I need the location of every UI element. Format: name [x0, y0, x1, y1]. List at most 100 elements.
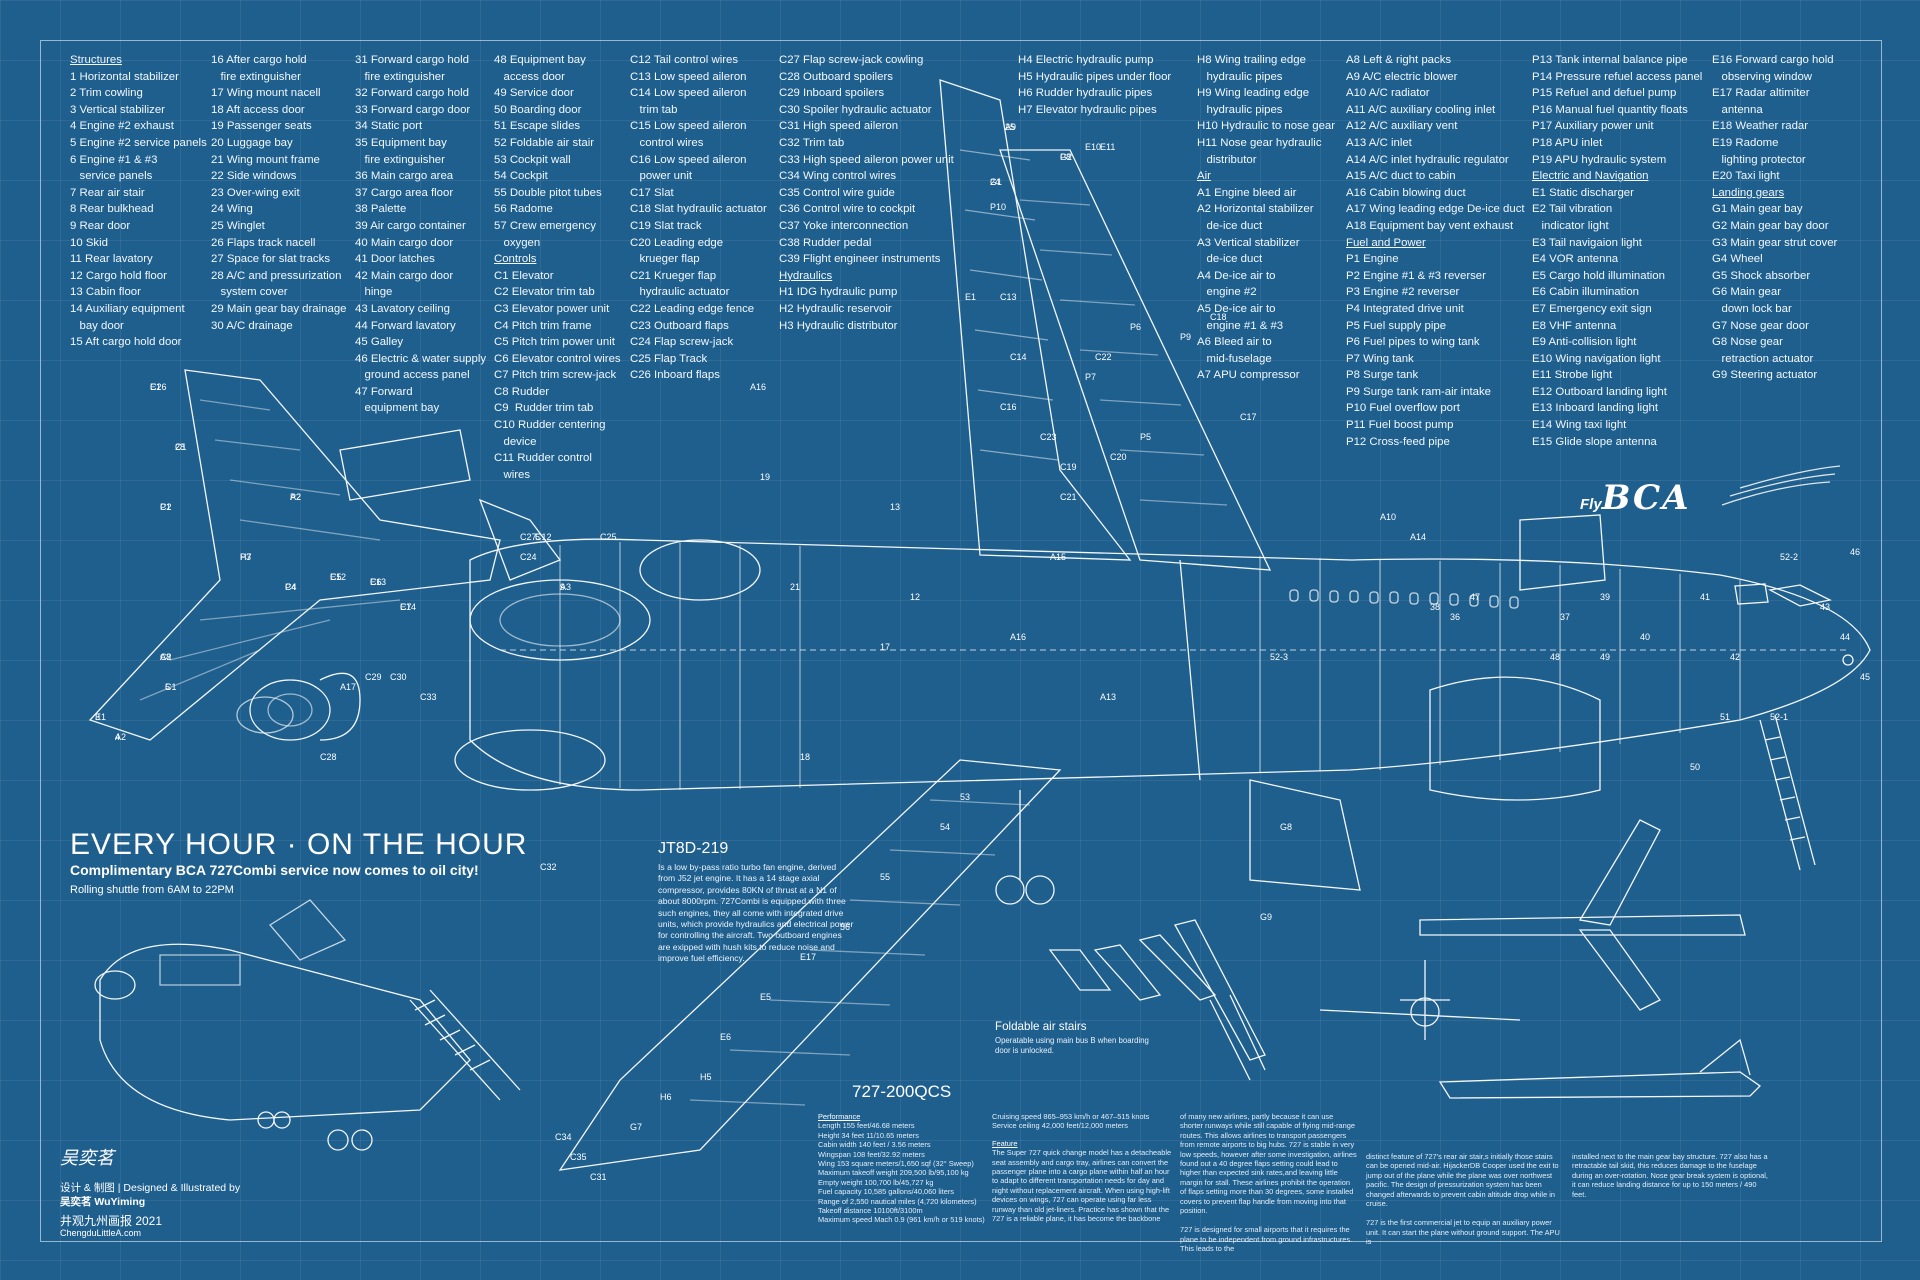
- legend-item: 20 Luggage bay: [211, 136, 293, 149]
- legend-item: H10 Hydraulic to nose gear: [1197, 120, 1336, 133]
- legend-heading: Controls: [494, 253, 537, 266]
- legend-item: E8 VHF antenna: [1532, 319, 1617, 332]
- legend-item: P5 Fuel supply pipe: [1346, 319, 1447, 332]
- legend-item: C18 Slat hydraulic actuator: [630, 203, 767, 216]
- legend-item: P16 Manual fuel quantity floats: [1532, 103, 1688, 116]
- story-text-1b: 727 is designed for small airports that …: [1180, 1225, 1353, 1254]
- legend-item: C24 Flap screw-jack: [630, 336, 734, 349]
- legend-item: A18 Equipment bay vent exhaust: [1346, 219, 1514, 232]
- story-text-3: installed next to the main gear bay stru…: [1572, 1152, 1768, 1199]
- engine-nacelles: [250, 540, 760, 790]
- legend-item: A17 Wing leading edge De-ice duct: [1346, 203, 1525, 216]
- part-number-tag: E1: [965, 292, 976, 302]
- legend-item: C6 Elevator control wires: [494, 352, 621, 365]
- promo-schedule: Rolling shuttle from 6AM to 22PM: [70, 884, 234, 896]
- legend-item: C28 Outboard spoilers: [779, 70, 893, 83]
- part-number-tag: C6: [370, 577, 382, 587]
- legend-item: E18 Weather radar: [1712, 120, 1809, 133]
- foldable-stairs-group: [1050, 920, 1265, 1080]
- legend-item: H4 Electric hydraulic pump: [1018, 54, 1154, 66]
- legend-item: C17 Slat: [630, 186, 674, 199]
- part-number-tag: C4: [285, 582, 297, 592]
- legend-item: H5 Hydraulic pipes under floor: [1018, 70, 1172, 83]
- legend-item: A1 Engine bleed air: [1197, 186, 1297, 199]
- part-number-tag: C1: [175, 442, 187, 452]
- part-number-tag: A17: [340, 682, 356, 692]
- legend-item: 35 Equipment bay: [355, 136, 447, 149]
- legend-item: G4 Wheel: [1712, 253, 1763, 266]
- part-number-tag: 17: [880, 642, 890, 652]
- legend-item: equipment bay: [355, 402, 440, 415]
- legend-item: E5 Cargo hold illumination: [1532, 269, 1665, 282]
- legend-item: 22 Side windows: [211, 170, 297, 183]
- part-number-tag: P2: [290, 492, 301, 502]
- brand-logo: FlyBCA: [1580, 478, 1691, 518]
- part-number-tag: P1: [160, 502, 171, 512]
- legend-item: A9 A/C electric blower: [1346, 70, 1458, 83]
- legend-item: 19 Passenger seats: [211, 120, 312, 133]
- legend-item: H6 Rudder hydraulic pipes: [1018, 87, 1153, 100]
- part-number-tag: 24: [990, 177, 1000, 187]
- part-number-tag: 39: [1600, 592, 1610, 602]
- legend-item: A6 Bleed air to: [1197, 336, 1272, 349]
- legend-item: observing window: [1712, 70, 1813, 83]
- legend-item: control wires: [630, 136, 704, 149]
- legend-item: krueger flap: [630, 253, 700, 266]
- legend-item: 39 Air cargo container: [355, 219, 466, 232]
- legend-item: indicator light: [1532, 219, 1609, 232]
- part-number-tag: H6: [660, 1092, 672, 1102]
- legend-item: 27 Space for slat tracks: [211, 253, 331, 266]
- part-number-tag: 48: [1550, 652, 1560, 662]
- legend-item: hinge: [355, 286, 393, 299]
- vertical-stabilizer: [940, 80, 1130, 560]
- part-number-tag: C1: [165, 682, 177, 692]
- engine-description: Is a low by-pass ratio turbo fan engine,…: [658, 862, 854, 964]
- legend-item: 11 Rear lavatory: [70, 253, 153, 266]
- part-number-tag: A8: [160, 652, 171, 662]
- spec-line: Maximum takeoff weight 209,500 lb/95,100…: [818, 1168, 969, 1178]
- legend-item: oxygen: [494, 236, 541, 249]
- legend-item: E12 Outboard landing light: [1532, 385, 1667, 398]
- part-number-tag: C13: [1000, 292, 1017, 302]
- legend-item: C35 Control wire guide: [779, 186, 895, 199]
- part-number-tag: C18: [1210, 312, 1227, 322]
- legend-heading: Landing gears: [1712, 186, 1785, 199]
- nose-pitot: [1843, 655, 1853, 665]
- legend-item: P14 Pressure refuel access panel: [1532, 70, 1703, 83]
- part-number-tag: E14: [400, 602, 416, 612]
- part-number-tag: 54: [940, 822, 950, 832]
- legend-item: P10 Fuel overflow port: [1346, 402, 1460, 415]
- legend-item: A5 De-ice air to: [1197, 302, 1276, 315]
- legend-item: H3 Hydraulic distributor: [779, 319, 898, 332]
- legend-item: 26 Flaps track nacell: [211, 236, 316, 249]
- legend-item: 5 Engine #2 service panels: [70, 136, 207, 149]
- part-number-tag: 53: [960, 792, 970, 802]
- rear-air-stairs: [410, 990, 520, 1100]
- part-number-tag: G7: [630, 1122, 642, 1132]
- legend-item: engine #1 & #3: [1197, 319, 1284, 332]
- story-block-3: installed next to the main gear bay stru…: [1572, 1152, 1768, 1199]
- part-number-tag: A2: [115, 732, 126, 742]
- legend-item: H2 Hydraulic reservoir: [779, 302, 892, 315]
- legend-item: 21 Wing mount frame: [211, 153, 320, 166]
- part-number-tag: E1: [150, 382, 161, 392]
- legend-item: C3 Elevator power unit: [494, 302, 610, 315]
- part-number-tag: C25: [600, 532, 617, 542]
- left-wing: [560, 760, 1060, 1170]
- legend-item: C26 Inboard flaps: [630, 369, 720, 382]
- legend-item: 1 Horizontal stabilizer: [70, 70, 179, 83]
- spec-line: Height 34 feet 11/10.65 meters: [818, 1130, 919, 1140]
- part-number-tag: E11: [1100, 142, 1115, 152]
- legend-item: C34 Wing control wires: [779, 170, 897, 183]
- legend-item: C29 Inboard spoilers: [779, 87, 885, 100]
- part-number-tag: A15: [1050, 552, 1066, 562]
- legend-heading: Hydraulics: [779, 269, 833, 282]
- part-number-tag: 44: [1840, 632, 1850, 642]
- legend-item: H11 Nose gear hydraulic: [1197, 136, 1322, 149]
- spec-line: Fuel capacity 10,585 gallons/40,060 lite…: [818, 1187, 954, 1197]
- part-number-tag: P7: [1085, 372, 1096, 382]
- part-number-tag: 5: [165, 682, 170, 692]
- legend-item: 15 Aft cargo hold door: [70, 336, 182, 349]
- legend-item: trim tab: [630, 103, 678, 116]
